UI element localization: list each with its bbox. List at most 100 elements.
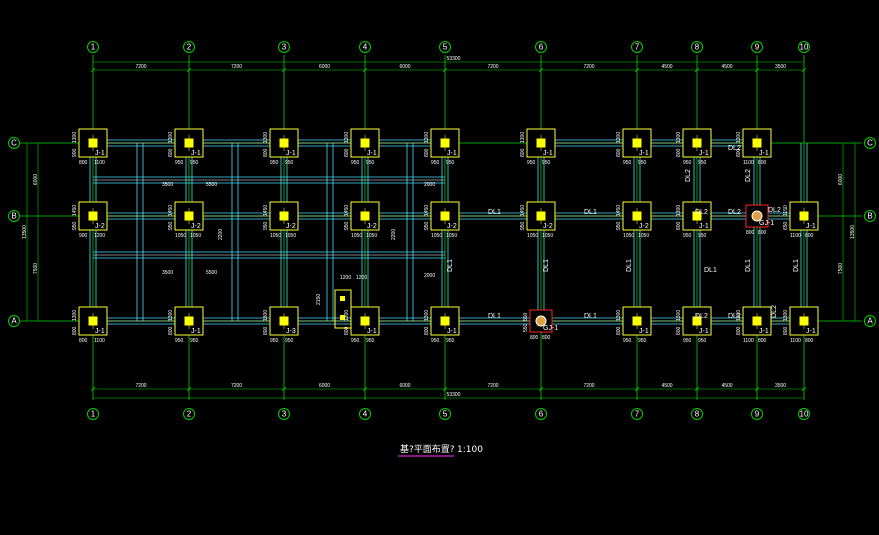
footing-dim: 950 <box>683 338 692 344</box>
footing-dim: 950 <box>263 221 269 230</box>
dimension-text: 7200 <box>487 383 498 389</box>
stair-footing <box>334 289 352 329</box>
footing-label: J-2 <box>286 223 296 230</box>
footing-label: J-2 <box>639 223 649 230</box>
footing-dim: 950 <box>520 221 526 230</box>
footing-dim: 1050 <box>285 233 296 239</box>
dimension-text: 7500 <box>838 263 844 274</box>
footing-dim: 800 <box>263 148 269 157</box>
dimension-text: 7200 <box>583 383 594 389</box>
dimension-tick <box>634 386 640 392</box>
footing-label: J-1 <box>367 328 377 335</box>
plan-dimension: 5500 <box>206 182 217 188</box>
dimension-text: 6000 <box>399 64 410 70</box>
footing-dim: 1300 <box>676 132 682 143</box>
dimension-text: 4500 <box>661 383 672 389</box>
beam-label: DL1 <box>447 259 454 272</box>
footing-dim: 1300 <box>736 132 742 143</box>
footing-dim: 550 <box>523 323 529 332</box>
footing-dim: 950 <box>683 160 692 166</box>
footing-dim: 950 <box>638 338 647 344</box>
footing-label: J-2 <box>367 223 377 230</box>
footing-dim: 1050 <box>270 233 281 239</box>
footing-dim: 1100 <box>743 160 754 166</box>
footing-dim: 1050 <box>638 233 649 239</box>
dimension-text: 6000 <box>33 174 39 185</box>
footing-dim: 950 <box>431 160 440 166</box>
drawing-title: 基?平面布置? <box>400 443 455 455</box>
footing-label: J-2 <box>191 223 201 230</box>
plan-dimension: 2200 <box>218 229 224 240</box>
axis-label: 10 <box>800 43 809 52</box>
dimension-text: 7200 <box>135 64 146 70</box>
footing-label: J-1 <box>699 328 709 335</box>
footing-dim: 1800 <box>263 310 269 321</box>
axis-label: 2 <box>187 43 192 52</box>
footing-dim: 950 <box>446 160 455 166</box>
dimension-tick <box>186 386 192 392</box>
axis-bubble <box>278 41 290 53</box>
footing-dim: 800 <box>758 160 767 166</box>
dimension-text: 4500 <box>661 64 672 70</box>
footing-dim: 800 <box>344 148 350 157</box>
axis-bubble <box>87 408 99 420</box>
axis-bubble <box>864 137 876 149</box>
dimension-lines: 7200 7200 6000 6000 7200 7200 4500 4500 3500 5330… <box>22 56 856 399</box>
axis-bubble <box>751 408 763 420</box>
footing-label: J-3 <box>286 328 296 335</box>
footing-dim: 1100 <box>94 338 105 344</box>
footing-dim: 950 <box>623 338 632 344</box>
dimension-total: 53300 <box>447 56 461 62</box>
footing-dim: 1300 <box>736 310 742 321</box>
dimension-text: 7200 <box>583 64 594 70</box>
footing-dim: 800 <box>676 221 682 230</box>
footing-dim: 950 <box>168 221 174 230</box>
footing-dim: 1450 <box>344 205 350 216</box>
footing-dim: 950 <box>638 160 647 166</box>
footing-dim: 1300 <box>72 132 78 143</box>
beam-label: DL1 <box>793 259 800 272</box>
axis-label: B <box>11 212 16 221</box>
footing-dim: 1300 <box>616 132 622 143</box>
dimension-tick <box>281 386 287 392</box>
plan-dimension: 2000 <box>424 182 435 188</box>
footing-dim: 950 <box>190 160 199 166</box>
stair-post <box>340 296 345 301</box>
footing-dim: 950 <box>270 338 279 344</box>
plan-dimension: 2150 <box>316 294 322 305</box>
footing-dim: 800 <box>168 326 174 335</box>
footing-label: J-1 <box>699 223 709 230</box>
beam-label: DL2 <box>685 169 692 182</box>
dimension-total: 13500 <box>850 225 856 239</box>
footing-dim: 800 <box>805 338 814 344</box>
footing-label: J-2 <box>447 223 457 230</box>
axis-label: 8 <box>695 43 700 52</box>
dimension-tick <box>442 67 448 73</box>
footing-dim: 800 <box>805 233 814 239</box>
footing-dim: 800 <box>530 335 539 341</box>
beam-label: DL1 <box>704 267 717 274</box>
dimension-tick <box>801 386 807 392</box>
axis-bubble <box>183 408 195 420</box>
footing-dim: 1450 <box>424 205 430 216</box>
strip-beams <box>89 139 808 325</box>
dimension-text: 4500 <box>721 383 732 389</box>
footing-dim: 1300 <box>424 132 430 143</box>
footing-label: J-1 <box>759 150 769 157</box>
footing-dim: 1050 <box>542 233 553 239</box>
footing-dim: 1300 <box>168 132 174 143</box>
plan-dimension: 3500 <box>162 182 173 188</box>
